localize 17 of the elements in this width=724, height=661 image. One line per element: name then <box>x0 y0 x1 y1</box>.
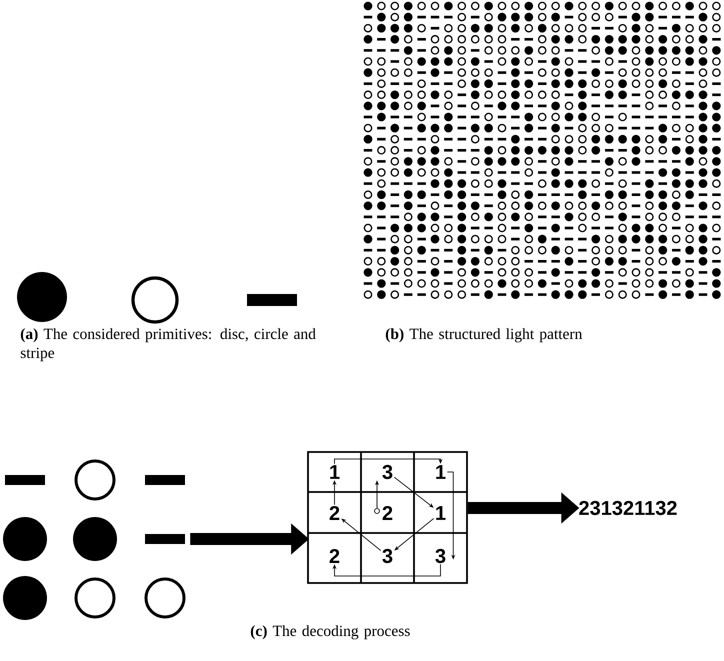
arrow <box>334 458 443 464</box>
cell-number: 2 <box>330 549 340 563</box>
cell-number: 1 <box>436 506 446 520</box>
caption: (c) The decoding process <box>250 625 410 640</box>
cell-number: 3 <box>382 464 392 480</box>
cell-number: 2 <box>330 506 340 520</box>
cell-number: 1 <box>330 465 340 479</box>
arrow <box>332 564 441 576</box>
caption: (a) The considered primitives: disc, circle and stripe <box>20 328 316 362</box>
code-grid <box>307 451 468 584</box>
cell-number: 2 <box>382 506 392 520</box>
cell-number: 1 <box>436 465 446 479</box>
caption: (b) The structured light pattern <box>386 328 582 342</box>
cell-number: 3 <box>382 548 392 564</box>
code-sequence: 231321132 <box>579 500 677 516</box>
cell-number: 3 <box>435 548 446 564</box>
primitive-grid-drawing <box>3 460 186 620</box>
